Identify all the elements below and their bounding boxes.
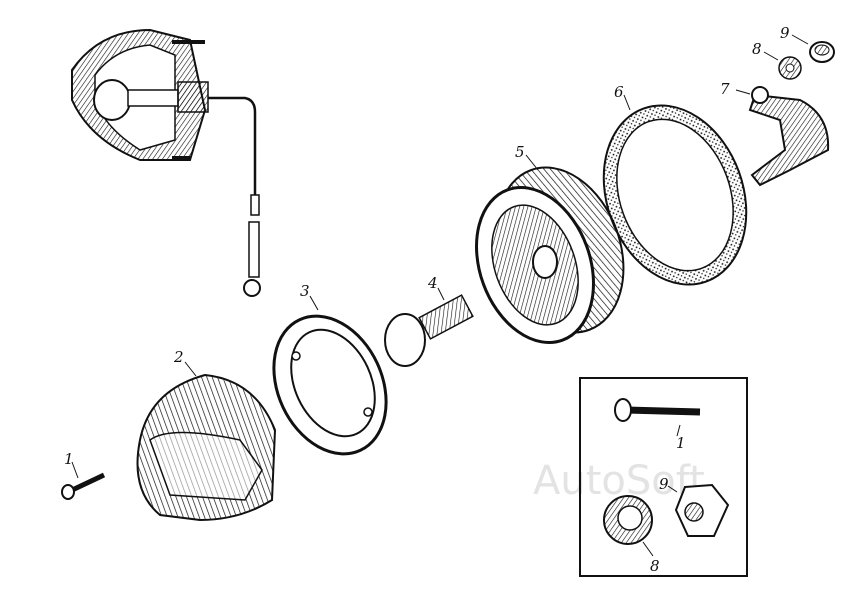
- lock-washer-part-8-top: [778, 56, 802, 80]
- inset-detail-box: [579, 377, 748, 577]
- leader-lines: [71, 34, 809, 557]
- label-part-8: 8: [752, 40, 762, 58]
- lamp-housing-cutaway: [71, 28, 261, 297]
- inset-screw: [614, 398, 701, 422]
- nut-part-9-top: [809, 41, 835, 63]
- label-part-4: 4: [427, 274, 438, 292]
- bracket-part-7: [748, 86, 830, 187]
- label-part-7: 7: [720, 80, 730, 98]
- label-part-3: 3: [300, 282, 310, 300]
- inset-label-9: 9: [659, 475, 669, 493]
- gasket-part-6: [602, 104, 748, 286]
- bulb-part-4: [384, 294, 474, 367]
- gasket-ring-part-3: [272, 314, 388, 456]
- inset-label-8: 8: [650, 557, 660, 575]
- inset-lock-washer: [603, 495, 653, 545]
- label-part-2: 2: [173, 348, 184, 366]
- diffuser-lens-part-2: [136, 373, 277, 522]
- label-part-5: 5: [515, 143, 525, 161]
- lamp-body-part-5: [475, 166, 625, 344]
- watermark: AutoSoft: [533, 458, 705, 504]
- label-part-6: 6: [614, 83, 624, 101]
- inset-nut: [674, 483, 730, 537]
- label-part-1: 1: [64, 450, 74, 468]
- screw-part-1: [61, 472, 106, 500]
- label-part-9: 9: [780, 24, 790, 42]
- inset-label-1: 1: [676, 434, 686, 452]
